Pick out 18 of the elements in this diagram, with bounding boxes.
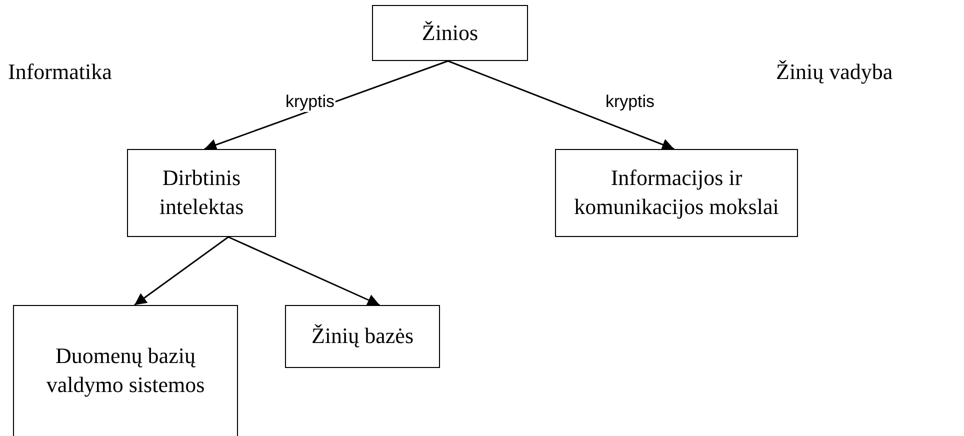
node-label: Žinių bazės — [311, 322, 414, 350]
node-label: Dirbtinis intelektas — [158, 164, 245, 221]
node-label: Duomenų bazių valdymo sistemos — [45, 342, 206, 399]
concept-box — [372, 5, 528, 61]
edge-label: kryptis — [604, 92, 656, 112]
node-label: Žinios — [422, 18, 478, 47]
arrow — [134, 236, 229, 306]
area-label: Žinių vadyba — [776, 59, 893, 85]
node-label: Informacijos ir komunikacijos mokslai — [573, 164, 780, 221]
concept-box — [555, 149, 798, 237]
edge-label: kryptis — [284, 92, 336, 112]
arrow — [448, 60, 674, 150]
concept-box — [13, 305, 238, 436]
arrow — [228, 236, 380, 306]
area-label: Informatika — [8, 59, 112, 85]
concept-box — [285, 305, 440, 368]
concept-box — [127, 149, 276, 237]
arrow — [204, 60, 448, 151]
